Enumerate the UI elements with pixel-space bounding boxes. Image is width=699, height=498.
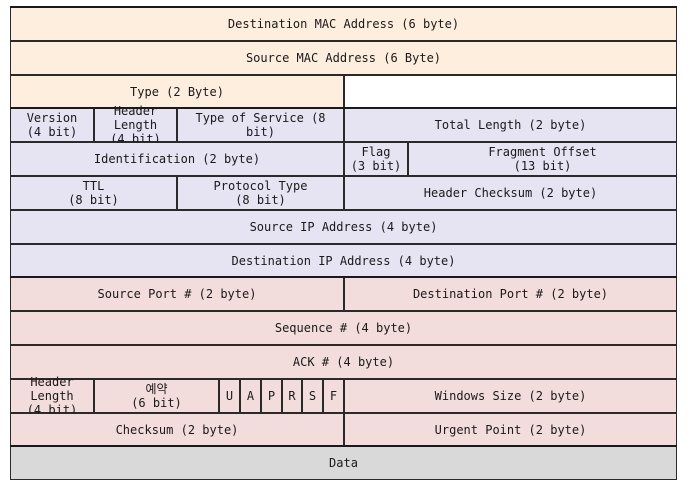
tcp-flag-fin: F: [323, 379, 344, 413]
tcp-flag-psh: P: [261, 379, 282, 413]
tcp-src-port-field: Source Port # (2 byte): [10, 277, 344, 311]
section-border-tcp-data: [10, 445, 677, 447]
tcp-flag-urg: U: [219, 379, 240, 413]
tcp-header-length-field: Header Length (4 bit): [10, 375, 94, 417]
ip-protocol-type-field: Protocol Type (8 bit): [177, 176, 344, 210]
tcp-flag-ack: A: [240, 379, 261, 413]
ip-ttl-field: TTL (8 bit): [10, 176, 177, 210]
tcp-flag-syn: S: [302, 379, 323, 413]
tcp-dest-port-field: Destination Port # (2 byte): [344, 277, 677, 311]
tcp-checksum-field: Checksum (2 byte): [10, 413, 344, 446]
section-border-ethernet-ip: [10, 107, 677, 109]
data-payload-field: Data: [10, 446, 677, 480]
tcp-window-size-field: Windows Size (2 byte): [344, 379, 677, 413]
ip-identification-field: Identification (2 byte): [10, 142, 344, 176]
section-border-ip-tcp: [10, 276, 677, 278]
ether-type-padding: [344, 75, 677, 108]
tcp-flag-rst: R: [282, 379, 302, 413]
ip-src-address-field: Source IP Address (4 byte): [10, 210, 677, 244]
ip-header-length-field: Header Length (4 bit): [94, 104, 177, 146]
tcp-urgent-point-field: Urgent Point (2 byte): [344, 413, 677, 446]
ip-header-checksum-field: Header Checksum (2 byte): [344, 176, 677, 210]
section-border-top: [10, 6, 677, 8]
tcp-ack-field: ACK # (4 byte): [10, 345, 677, 379]
ip-fragment-offset-field: Fragment Offset (13 bit): [408, 142, 677, 176]
ip-flag-field: Flag (3 bit): [344, 142, 408, 176]
ether-type-field: Type (2 Byte): [10, 75, 344, 108]
ip-total-length-field: Total Length (2 byte): [344, 108, 677, 142]
packet-structure-diagram: Destination MAC Address (6 byte) Source …: [10, 6, 677, 480]
ip-version-field: Version (4 bit): [10, 108, 94, 142]
ip-tos-field: Type of Service (8 bit): [177, 108, 344, 142]
tcp-reserved-field: 예약 (6 bit): [94, 379, 219, 413]
ip-dest-address-field: Destination IP Address (4 byte): [10, 244, 677, 277]
dest-mac-field: Destination MAC Address (6 byte): [10, 7, 677, 41]
src-mac-field: Source MAC Address (6 Byte): [10, 41, 677, 75]
tcp-sequence-field: Sequence # (4 byte): [10, 311, 677, 345]
